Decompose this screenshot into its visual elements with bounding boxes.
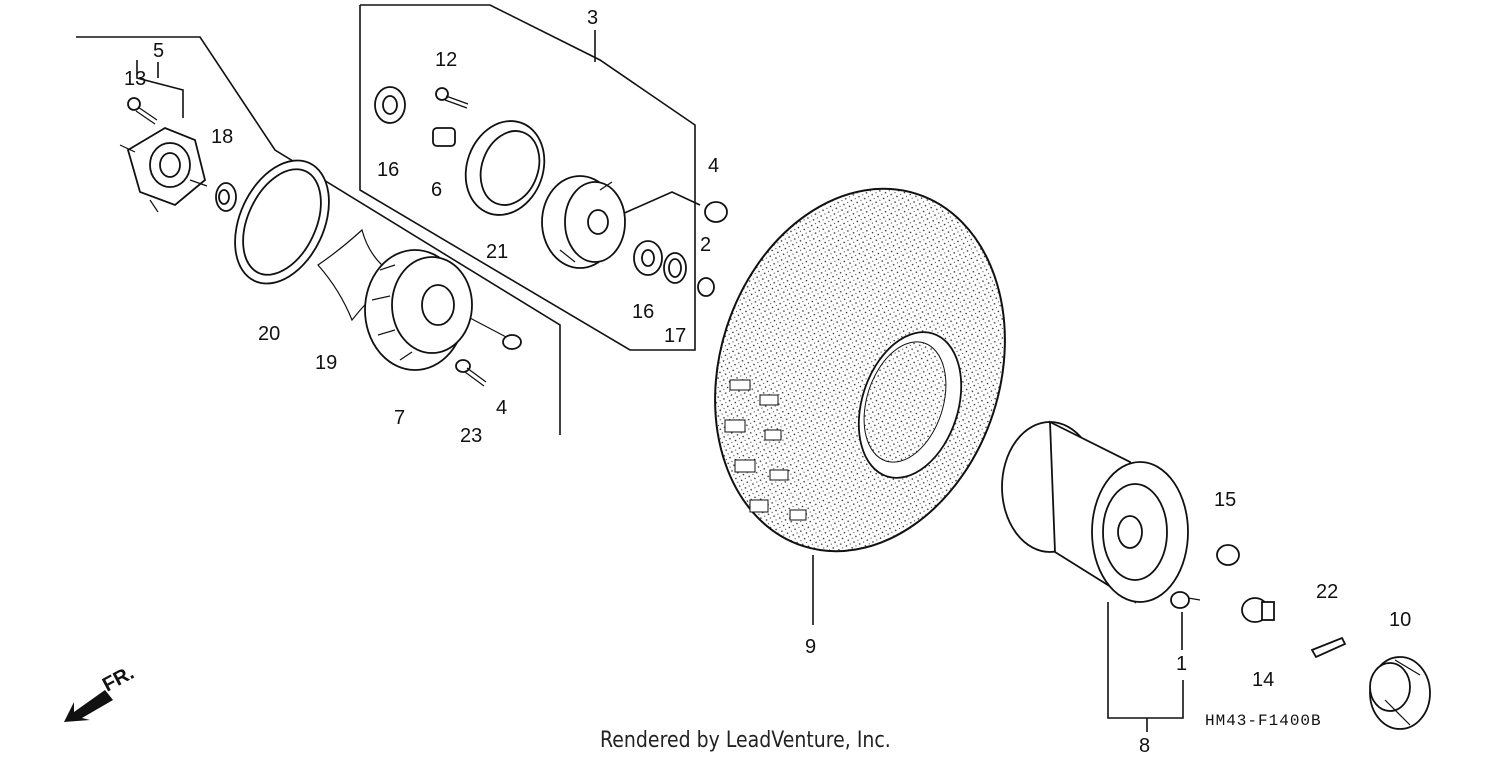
nut-2-drawing	[697, 277, 715, 297]
callout-12: 12	[435, 49, 457, 71]
seal-20-drawing	[234, 159, 330, 285]
callout-8: 8	[1139, 735, 1150, 757]
brake-panel-3-drawing	[541, 175, 626, 269]
bolt-23-drawing	[455, 359, 487, 387]
nut-4-upper-drawing	[704, 201, 728, 223]
front-arrow: FR.	[64, 662, 138, 722]
bolt-12-drawing	[435, 87, 469, 109]
collar-6-drawing	[432, 127, 456, 147]
bearing-16-top-drawing	[374, 86, 406, 124]
callout-7: 7	[394, 407, 405, 429]
cap-10-drawing	[1369, 656, 1431, 730]
callout-14: 14	[1252, 669, 1274, 691]
callout-21: 21	[486, 241, 508, 263]
bearing-16-lower-drawing	[633, 240, 663, 276]
callout-4-lower: 4	[496, 397, 507, 419]
callout-23: 23	[460, 425, 482, 447]
callout-22: 22	[1316, 581, 1338, 603]
callout-16-lower: 16	[632, 301, 654, 323]
callout-10: 10	[1389, 609, 1411, 631]
bolt-4-lower-drawing	[469, 317, 522, 350]
callout-2: 2	[700, 234, 711, 256]
callout-18: 18	[211, 126, 233, 148]
callout-15: 15	[1214, 489, 1236, 511]
bolt-13-drawing	[127, 97, 158, 125]
seal-17-drawing	[663, 252, 687, 284]
nut-15-drawing	[1216, 544, 1240, 566]
brake-drum-7-drawing	[364, 249, 473, 371]
diagram-code: HM43-F1400B	[1205, 712, 1322, 730]
callout-13: 13	[124, 68, 146, 90]
callout-5: 5	[153, 40, 164, 62]
seal-21-drawing	[464, 120, 546, 216]
callout-1: 1	[1176, 653, 1187, 675]
callout-4-upper: 4	[708, 155, 719, 177]
callout-19: 19	[315, 352, 337, 374]
credit-text: Rendered by LeadVenture, Inc.	[600, 728, 891, 753]
callout-6: 6	[431, 179, 442, 201]
valve-1-drawing	[1170, 591, 1201, 609]
callout-3: 3	[587, 7, 598, 29]
hub-5-drawing	[119, 126, 208, 213]
callout-9: 9	[805, 636, 816, 658]
bearing-18-drawing	[215, 182, 237, 212]
callout-16-top: 16	[377, 159, 399, 181]
callout-17: 17	[664, 325, 686, 347]
cotter-pin-22-drawing	[1310, 636, 1347, 659]
guide-lines	[76, 4, 1184, 732]
rim-8-drawing	[1001, 420, 1189, 604]
castle-nut-14-drawing	[1241, 597, 1275, 623]
tire-9-drawing	[714, 187, 1006, 553]
callout-20: 20	[258, 323, 280, 345]
